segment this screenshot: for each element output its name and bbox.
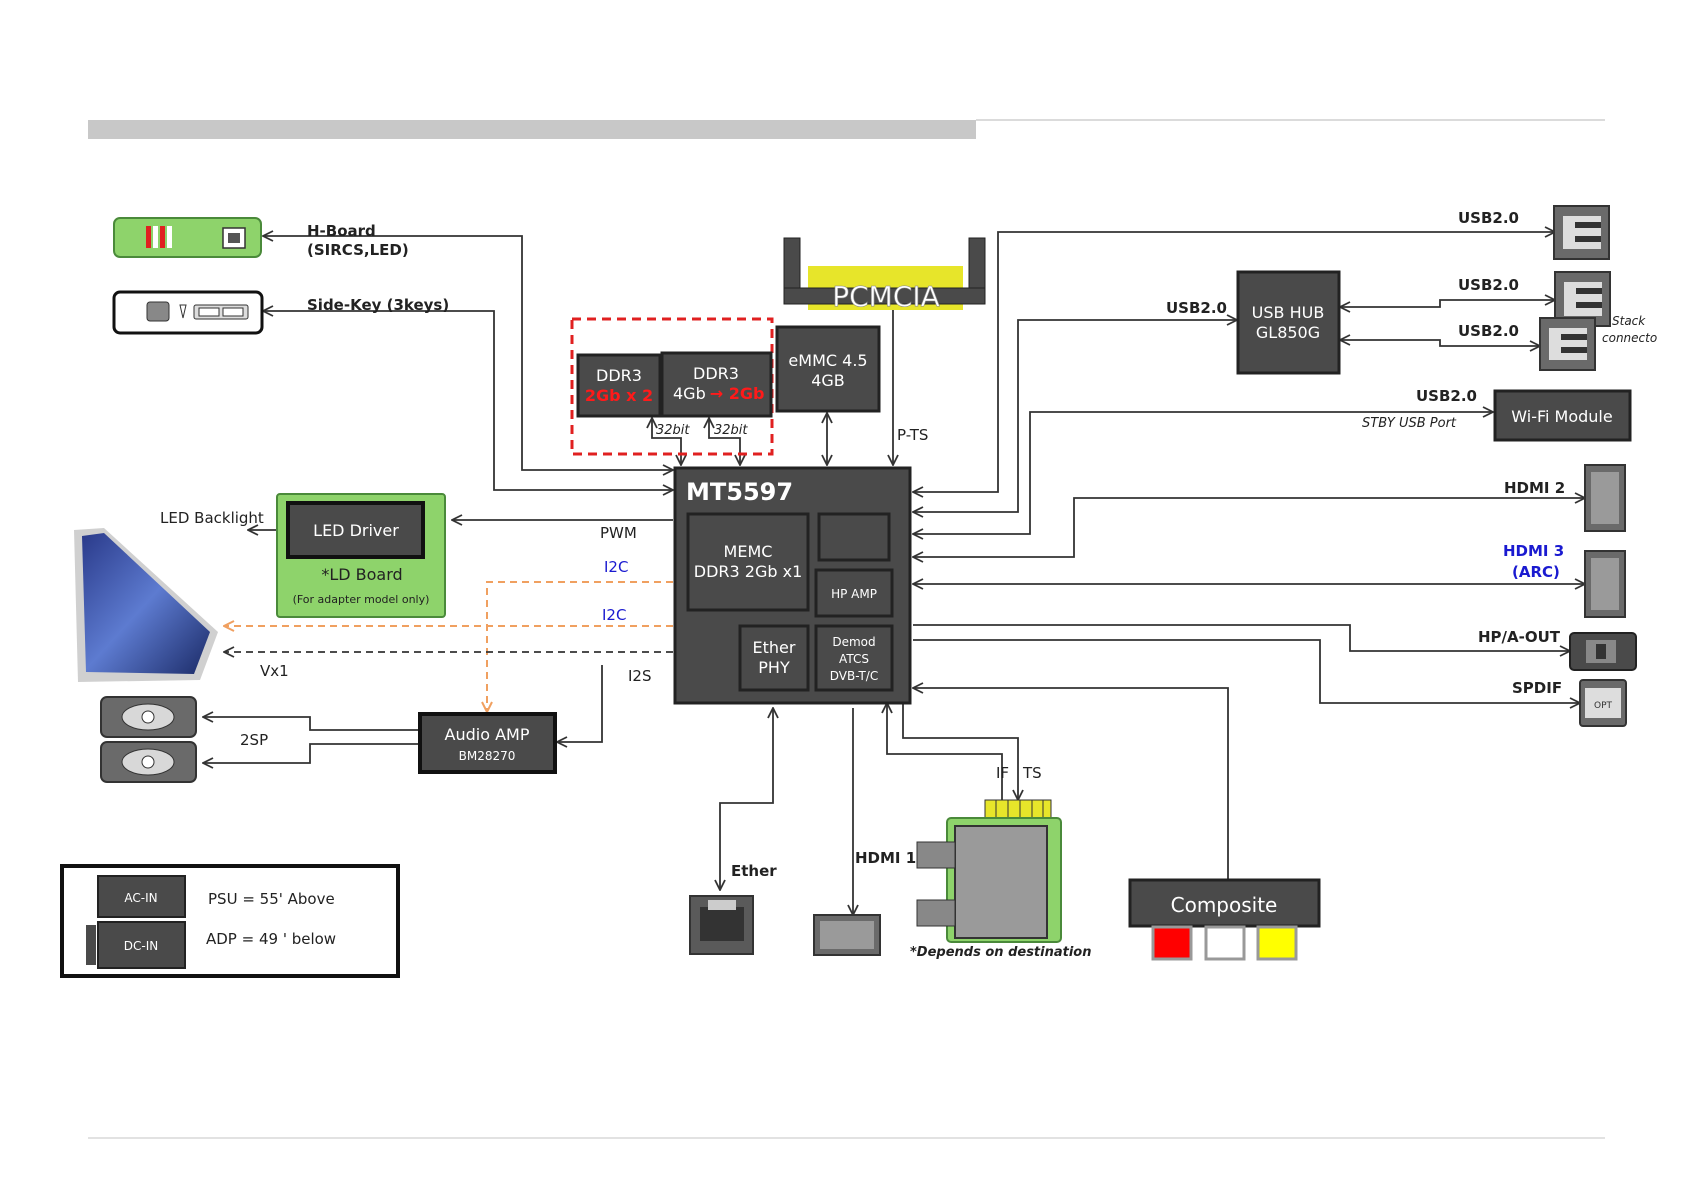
usb-hub-in-label: USB2.0 (1166, 299, 1227, 317)
wifi-module-block (1493, 389, 1632, 442)
side-key-label: Side-Key (3keys) (307, 296, 449, 314)
2sp-label: 2SP (240, 731, 268, 749)
ac-in-label: AC-IN (124, 891, 157, 905)
dvb-label: DVB-T/C (830, 669, 878, 683)
usb-hub-part: GL850G (1256, 323, 1320, 342)
p-ts-label: P-TS (897, 426, 928, 444)
usb-hub-out1-label: USB2.0 (1458, 276, 1519, 294)
soc-subblock (817, 512, 891, 562)
demod-block (814, 624, 894, 692)
hdmi3-arc-label: (ARC) (1512, 563, 1560, 581)
composite-jacks (1151, 925, 1298, 961)
hp-amp-label: HP AMP (831, 587, 877, 601)
pcmcia-label: PCMCIA (832, 280, 940, 313)
adp-note: ADP = 49 ' below (206, 930, 336, 948)
usb-stack-port-icon (1539, 271, 1611, 371)
ld-board-note: (For adapter model only) (293, 593, 430, 606)
h-board-sub: (SIRCS,LED) (307, 241, 409, 259)
spdif-label: SPDIF (1512, 679, 1562, 697)
emmc-name: eMMC 4.5 (788, 351, 867, 370)
usb-hub-out2-label: USB2.0 (1458, 322, 1519, 340)
i2c-label-1: I2C (604, 558, 628, 576)
optical-port-icon (1579, 679, 1627, 727)
hdmi1-port-icon (813, 914, 881, 956)
hdmi2-port-icon (1584, 464, 1626, 532)
ethernet-port-icon (689, 895, 754, 955)
audio-amp-label: Audio AMP (445, 725, 530, 744)
stby-usb-label: STBY USB Port (1362, 416, 1457, 431)
hp-out-label: HP/A-OUT (1478, 628, 1561, 646)
composite-block (1128, 878, 1321, 928)
h-board-label: H-Board (307, 222, 376, 240)
psu-note: PSU = 55' Above (208, 890, 335, 908)
hp-amp-block (814, 568, 894, 618)
hdmi3-label: HDMI 3 (1503, 542, 1564, 560)
opt-label: OPT (1594, 701, 1613, 711)
ddr-dashed-region (570, 317, 774, 456)
memc-detail: DDR3 2Gb x1 (694, 562, 803, 581)
ddr3-block-a (576, 353, 662, 418)
emmc-block (775, 325, 881, 413)
usb-port-icon-top (1553, 205, 1610, 260)
tuner-note: *Depends on destination (910, 945, 1091, 960)
ether-phy-label-2: PHY (758, 658, 790, 677)
lcd-panel-image (74, 528, 218, 682)
tuner-module (916, 799, 1062, 943)
stack-label: Stack (1612, 314, 1646, 328)
ld-board (276, 493, 446, 618)
ts-label: TS (1022, 764, 1042, 782)
hdmi2-label: HDMI 2 (1504, 479, 1565, 497)
ddr3-a-name: DDR3 (596, 366, 642, 385)
power-legend (60, 864, 400, 978)
demod-label: Demod (832, 635, 875, 649)
stack-connector-label: connecto (1602, 331, 1657, 345)
side-key-board (112, 290, 264, 335)
ether-label: Ether (731, 862, 777, 880)
emmc-size: 4GB (811, 371, 845, 390)
ether-phy-block (738, 624, 810, 692)
i2c-label-2: I2C (602, 606, 626, 624)
audio-amp-part: BM28270 (459, 749, 516, 763)
led-backlight-label: LED Backlight (160, 509, 264, 527)
headphone-jack-icon (1569, 632, 1637, 671)
h-board (113, 217, 262, 258)
wifi-module-label: Wi-Fi Module (1511, 407, 1612, 426)
memc-label: MEMC (724, 542, 773, 561)
speaker-icon (100, 696, 197, 783)
ether-phy-label-1: Ether (753, 638, 796, 657)
usb-hub-block (1236, 270, 1341, 375)
pcmcia-slot (783, 237, 986, 310)
ddr3-a-spec: 2Gb x 2 (585, 386, 653, 405)
wifi-usb-label: USB2.0 (1416, 387, 1477, 405)
connections (203, 232, 1585, 915)
hdmi1-label: HDMI 1 (855, 849, 916, 867)
header-rule (88, 119, 1605, 139)
pwm-label: PWM (600, 524, 637, 542)
led-driver-label: LED Driver (313, 521, 399, 540)
composite-label: Composite (1171, 893, 1278, 917)
ddr3-block-b (660, 351, 773, 418)
memc-block (686, 512, 810, 612)
ddr3-b-name: DDR3 (693, 364, 739, 383)
vx1-label: Vx1 (260, 662, 289, 680)
bus-width-a: 32bit (656, 423, 690, 438)
i2s-label: I2S (628, 667, 652, 685)
if-label: IF (996, 764, 1009, 782)
ddr3-b-spec: 4Gb→ 2Gb (673, 384, 764, 403)
dc-in-label: DC-IN (124, 939, 158, 953)
usb-top-label: USB2.0 (1458, 209, 1519, 227)
ld-board-label: *LD Board (321, 565, 402, 584)
bus-width-b: 32bit (714, 423, 748, 438)
audio-amp-block (418, 712, 557, 774)
usb-hub-name: USB HUB (1252, 303, 1325, 322)
soc-name: MT5597 (686, 478, 793, 506)
atcs-label: ATCS (839, 652, 869, 666)
hdmi3-port-icon (1584, 550, 1626, 618)
